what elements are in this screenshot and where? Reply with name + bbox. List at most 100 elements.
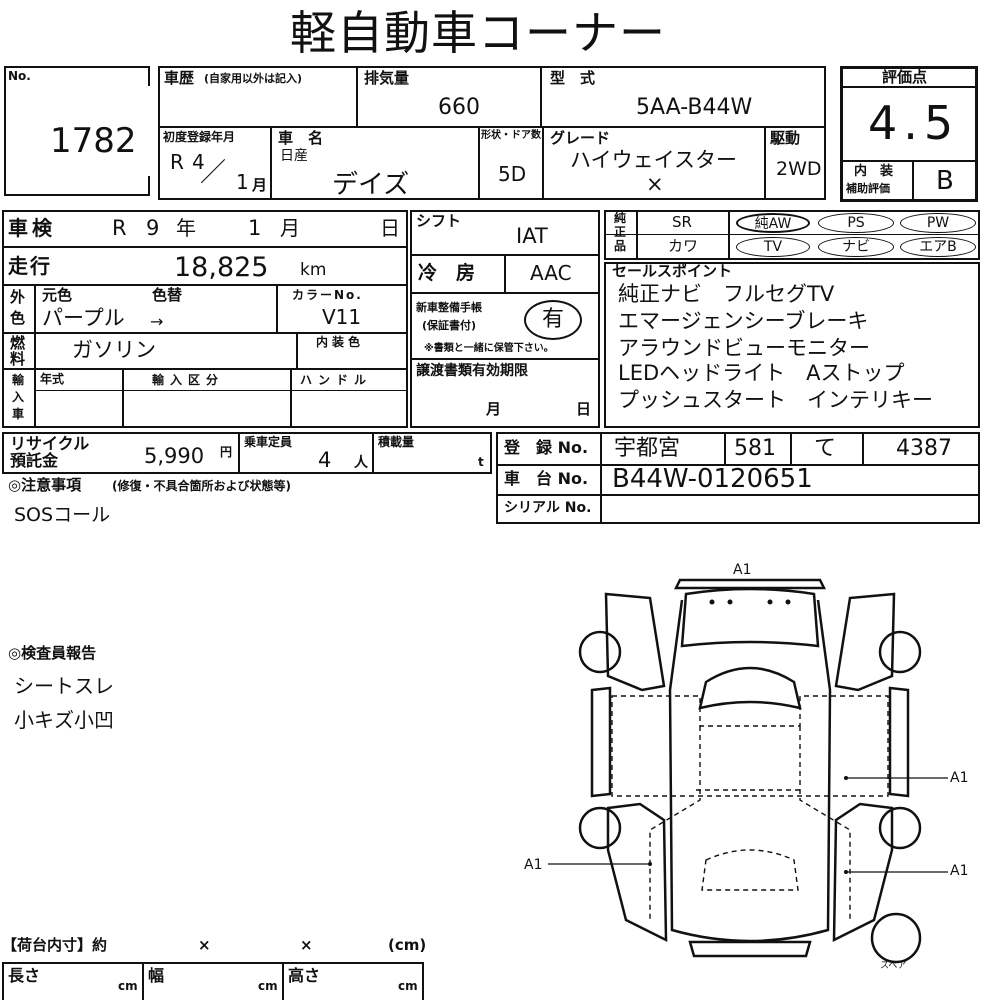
capacity-value: 4 [318,448,332,472]
model-value: 5AA-B44W [636,95,753,120]
warranty-note: ※書類と一緒に保管下さい。 [424,343,554,354]
vehicle-info-grid [158,66,826,200]
sales-point-line-0: 純正ナビ フルセグTV [618,282,835,306]
inspection-era: R [112,216,127,240]
cargo-length-label: 長さ [8,966,41,985]
equip-side-3: 品 [614,239,627,253]
no-box-border [4,66,6,196]
page-title: 軽自動車コーナー [290,6,666,60]
grade-value-2: × [646,172,664,196]
drive-label: 駆動 [770,129,801,147]
equipment-grid [604,210,980,260]
first-reg-month: 1 [236,170,249,194]
center-info-grid [410,210,600,428]
damage-mark-left-rear: A1 [524,857,543,873]
equip-item-0: 純AW [736,213,810,233]
warranty-value: 有 [542,307,565,332]
interior-color-label: 内装色 [316,335,365,349]
left-info-grid [2,210,408,428]
displacement-value: 660 [438,95,480,120]
recycle-sublabel: 預託金 [10,451,59,470]
interior-rating-value: B [936,166,954,196]
sales-point-line-3: LEDヘッドライト Aストップ [618,361,905,385]
color-arrow: → [150,312,164,331]
cargo-unit: (cm) [388,936,427,954]
car-name-label: 車 名 [278,129,324,147]
cargo-width-unit: cm [258,979,278,993]
no-label: No. [8,69,31,83]
import-category-label: 輸入区分 [152,373,225,387]
warranty-circle [524,300,582,340]
displacement-label: 排気量 [364,69,410,87]
first-reg-year: 4 [192,150,205,174]
inspector-line-0: シートスレ [14,674,114,698]
rating-label: 評価点 [882,68,928,86]
load-label: 積載量 [378,435,415,449]
original-color-value: パープル [42,306,125,330]
recycle-unit: 円 [220,445,233,459]
model-label: 型 式 [550,69,596,87]
transfer-label: 譲渡書類有効期限 [416,363,528,379]
spare-label: スペア [880,961,907,971]
sales-points-box [604,262,980,428]
cargo-length-unit: cm [118,979,138,993]
grade-value: ハイウェイスター [570,148,737,172]
damage-mark-front: A1 [733,562,752,578]
first-reg-era: R [170,150,184,174]
equip-item-5: エアB [900,237,976,257]
sales-point-line-1: エマージェンシーブレーキ [618,309,869,333]
chassis-label: 車 台 No. [504,469,589,488]
change-color-label: 色替 [152,286,183,304]
color-code-label: カラーNo. [292,288,363,302]
registration-number: 4387 [896,436,952,461]
mileage-value: 18,825 [174,252,269,283]
registration-label: 登 録 No. [504,438,589,457]
car-maker: 日産 [280,148,308,164]
cargo-height-unit: cm [398,979,418,993]
cargo-width-label: 幅 [148,966,165,985]
equip-item-2: PW [900,213,976,233]
recycle-label: リサイクル [10,434,90,453]
interior-sublabel: 補助評価 [846,182,890,195]
mileage-label: 走行 [8,254,52,278]
cargo-label: 【荷台内寸】約 [2,936,108,954]
first-reg-slash: ／ [200,158,227,188]
inspector-line-1: 小キズ小凹 [14,708,114,732]
inspection-year-unit: 年 [176,216,196,240]
inspection-month: 1 [248,216,262,240]
capacity-label: 乗車定員 [244,435,293,449]
transfer-month-unit: 月 [486,400,502,418]
import-year-label: 年式 [40,372,65,386]
cargo-x-2: × [300,936,313,954]
car-damage-diagram [548,578,948,964]
sales-point-line-2: アラウンドビューモニター [618,336,870,360]
registration-grid [496,432,980,524]
ac-label: 冷 房 [418,262,476,284]
notes-value: SOSコール [14,504,111,526]
rating-value: 4.5 [868,96,960,150]
cargo-grid [2,962,424,1000]
damage-mark-right-rear: A1 [950,863,969,879]
shape-door-value: 5D [498,162,527,186]
equip-item-3: TV [736,237,810,257]
import-side-3: 車 [12,407,25,421]
first-reg-month-unit: 月 [252,176,268,194]
inspection-month-unit: 月 [280,216,300,240]
equip-item-4: ナビ [818,237,894,257]
shift-label: シフト [416,212,462,230]
registration-kana: て [814,436,837,461]
inspection-label: 車検 [8,216,56,240]
color-code-value: V11 [322,305,362,329]
equip-item-1: PS [818,213,894,233]
warranty-label: 新車整備手帳 [416,301,482,314]
drive-value: 2WD [776,158,822,180]
sales-points-label: セールスポイント [612,262,733,280]
damage-mark-right-side: A1 [950,770,969,786]
cargo-height-label: 高さ [288,966,321,985]
color-side-1: 外 [10,288,26,306]
inspector-label: ◎検査員報告 [8,644,97,662]
notes-label: ◎注意事項 [8,476,82,494]
warranty-sublabel: (保証書付) [422,319,477,332]
recycle-value: 5,990 [144,444,205,468]
equip-side-1: 純 [614,211,627,225]
